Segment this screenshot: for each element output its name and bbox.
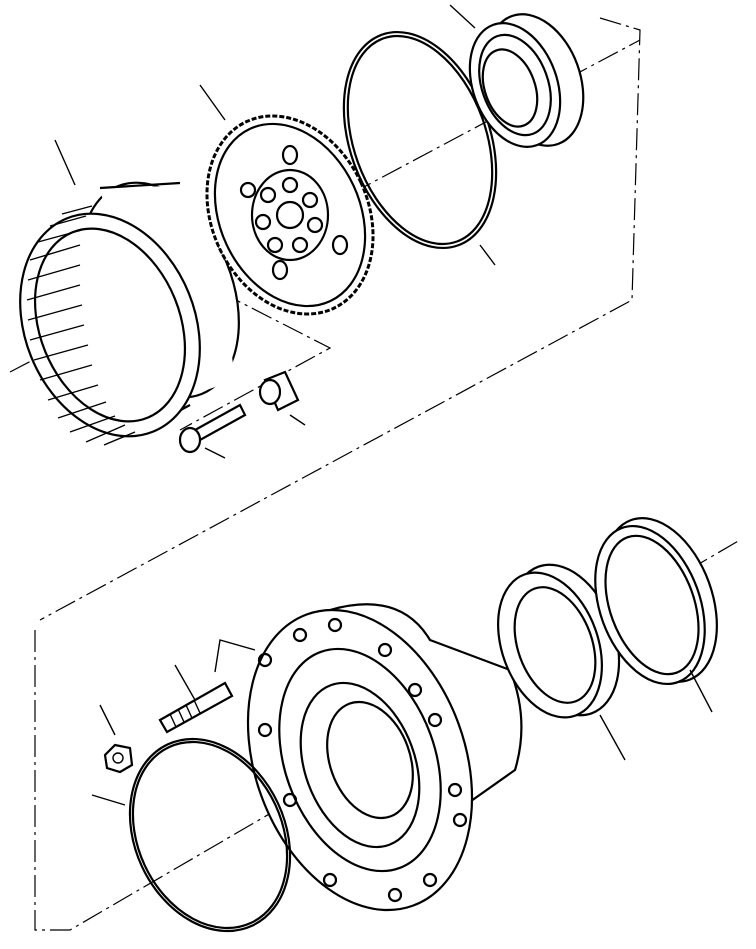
lower-bearing [497, 563, 626, 761]
wheel-hub [246, 603, 523, 912]
o-ring [91, 737, 292, 933]
bushing [258, 370, 306, 426]
ring-gear-hub [199, 84, 375, 316]
upper-bearing [449, 4, 585, 148]
ring-gear-teeth [26, 205, 136, 446]
stud [158, 639, 256, 734]
bolt [178, 403, 247, 459]
seal [594, 517, 718, 713]
nut [99, 704, 134, 774]
